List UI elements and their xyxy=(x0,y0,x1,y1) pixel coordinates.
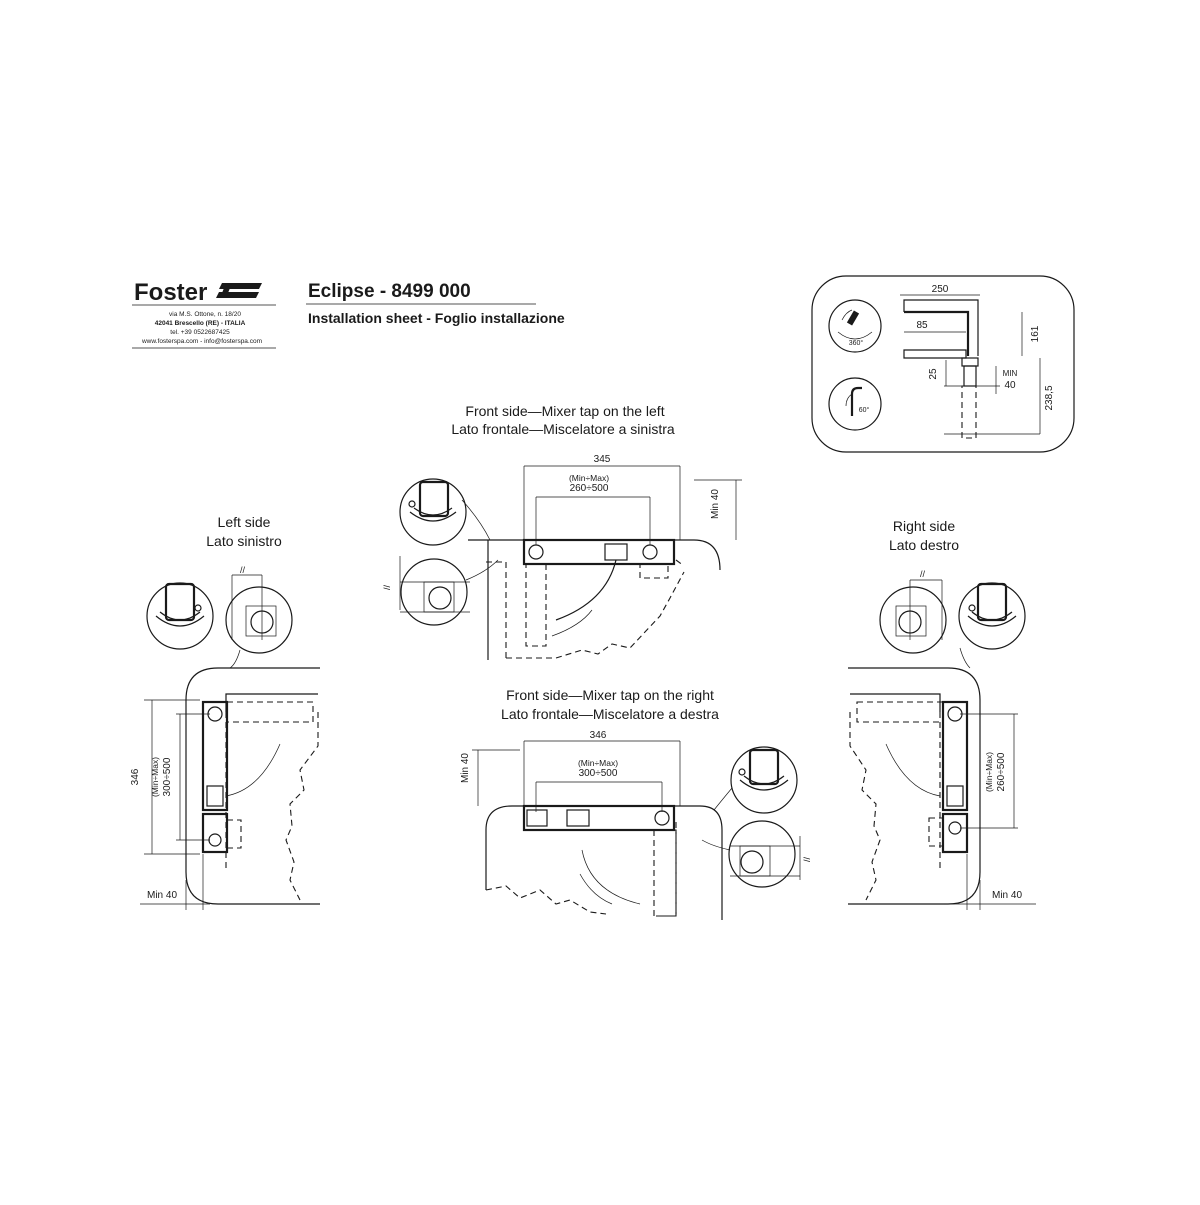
dim-front-left-345: 345 xyxy=(594,454,611,465)
dim-front-left-min40: Min 40 xyxy=(710,489,721,519)
svg-text:360°: 360° xyxy=(849,339,864,347)
view-front-left: Front side—Mixer tap on the left Lato fr… xyxy=(382,403,742,660)
detail-bottom-right-side xyxy=(879,586,947,654)
dim-right-side-min40: Min 40 xyxy=(992,890,1022,901)
web-email: www.fosterspa.com - info@fosterspa.com xyxy=(141,338,262,345)
document-subtitle: Installation sheet - Foglio installazion… xyxy=(308,310,565,326)
dim-right-side-range: 260÷500 xyxy=(996,752,1007,791)
dim-85: 85 xyxy=(916,320,928,331)
brand-name: Foster xyxy=(134,279,207,306)
dim-min-label: MIN xyxy=(1003,369,1018,378)
dim-min-40: 40 xyxy=(1004,380,1016,391)
view-left-side: Left side Lato sinistro 346 (Min÷Max) 30… xyxy=(130,514,320,910)
dim-front-right-346: 346 xyxy=(590,730,607,741)
svg-text://: // xyxy=(802,856,812,862)
dim-front-right-minmax: (Min÷Max) xyxy=(578,758,618,768)
svg-text:60°: 60° xyxy=(859,406,870,414)
caption-right-side-it: Lato destro xyxy=(889,537,959,553)
dim-front-left-range: 260÷500 xyxy=(570,483,609,494)
detail-top-front-left xyxy=(399,478,467,546)
svg-text://: // xyxy=(240,565,246,575)
view-front-right: Front side—Mixer tap on the right Lato f… xyxy=(460,687,812,920)
tap-detail-box: 360° 60° 250 85 161 25 MIN 40 xyxy=(811,275,1075,453)
dim-front-left-minmax: (Min÷Max) xyxy=(569,473,609,483)
dim-161: 161 xyxy=(1030,325,1041,342)
dim-right-side-minmax: (Min÷Max) xyxy=(984,752,994,792)
product-title: Eclipse - 8499 000 xyxy=(308,281,471,302)
view-right-side: Right side Lato destro (Min÷Max) 260÷500… xyxy=(848,518,1036,910)
dim-left-side-range: 300÷500 xyxy=(162,757,173,796)
rotation-360-icon: 360° xyxy=(828,299,882,353)
caption-front-left-it: Lato frontale—Miscelatore a sinistra xyxy=(451,421,675,437)
caption-right-side-en: Right side xyxy=(893,518,955,534)
dim-left-side-346: 346 xyxy=(130,768,141,785)
caption-left-side-it: Lato sinistro xyxy=(206,533,282,549)
dim-left-side-minmax: (Min÷Max) xyxy=(150,757,160,797)
dim-left-side-min40: Min 40 xyxy=(147,890,177,901)
dim-238-5: 238,5 xyxy=(1044,385,1055,410)
tilt-60-icon: 60° xyxy=(828,377,882,431)
address-line2: 42041 Brescello (RE) - ITALIA xyxy=(155,320,246,327)
svg-text://: // xyxy=(920,569,926,579)
detail-bottom-front-left xyxy=(400,558,468,626)
detail-top-front-right xyxy=(730,746,798,814)
tap-profile xyxy=(903,299,1040,439)
caption-front-right-it: Lato frontale—Miscelatore a destra xyxy=(501,706,719,722)
phone: tel. +39 0522687425 xyxy=(170,329,230,336)
address-line1: via M.S. Ottone, n. 18/20 xyxy=(169,311,241,318)
detail-bottom-front-right xyxy=(728,820,796,888)
dim-250: 250 xyxy=(932,284,949,295)
brand-logo-icon xyxy=(216,283,262,298)
caption-left-side-en: Left side xyxy=(218,514,271,530)
dim-25: 25 xyxy=(928,368,939,380)
svg-text://: // xyxy=(382,584,392,590)
caption-front-left-en: Front side—Mixer tap on the left xyxy=(465,403,664,419)
dim-front-right-min40: Min 40 xyxy=(460,753,471,783)
caption-front-right-en: Front side—Mixer tap on the right xyxy=(506,687,714,703)
header: Foster via M.S. Ottone, n. 18/20 42041 B… xyxy=(132,279,565,349)
dim-front-right-range: 300÷500 xyxy=(579,768,618,779)
detail-bottom-left-side xyxy=(225,586,293,654)
